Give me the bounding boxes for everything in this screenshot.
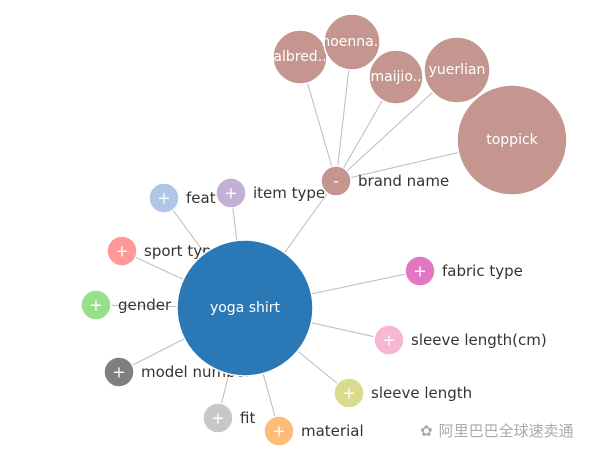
node-label: fit bbox=[240, 409, 255, 427]
node-label: material bbox=[301, 422, 364, 440]
expand-button[interactable] bbox=[215, 177, 247, 209]
plus-icon: + bbox=[157, 189, 170, 208]
plus-icon: + bbox=[342, 384, 355, 403]
brand-circle[interactable] bbox=[423, 36, 491, 104]
plus-icon: + bbox=[112, 363, 125, 382]
brand-node[interactable]: toppick bbox=[456, 84, 568, 196]
root-label: yoga shirt bbox=[210, 300, 281, 316]
root-circle[interactable] bbox=[176, 239, 314, 377]
watermark-text: 阿里巴巴全球速卖通 bbox=[438, 422, 574, 440]
expand-button[interactable] bbox=[333, 377, 365, 409]
node-label: sleeve length(cm) bbox=[411, 331, 547, 349]
brand-label: maijio.. bbox=[370, 69, 421, 85]
minus-icon: - bbox=[333, 172, 339, 191]
expand-button[interactable] bbox=[148, 182, 180, 214]
watermark: ✿ 阿里巴巴全球速卖通 bbox=[420, 420, 574, 441]
brand-node[interactable]: yuerlian bbox=[423, 36, 491, 104]
plus-icon: + bbox=[211, 409, 224, 428]
brand-node[interactable]: maijio.. bbox=[368, 49, 424, 105]
brand-circle[interactable] bbox=[368, 49, 424, 105]
node-fit[interactable]: + fit bbox=[202, 402, 255, 434]
brand-circle[interactable] bbox=[272, 29, 328, 85]
expand-button[interactable] bbox=[263, 415, 295, 447]
node-sleeve-length-cm-[interactable]: + sleeve length(cm) bbox=[373, 324, 547, 356]
node-material[interactable]: + material bbox=[263, 415, 364, 447]
brand-circle[interactable] bbox=[456, 84, 568, 196]
brand-node[interactable]: albred.. bbox=[272, 29, 328, 85]
collapse-button[interactable] bbox=[320, 165, 352, 197]
node-label: feat bbox=[186, 189, 216, 207]
root-node[interactable]: yoga shirt bbox=[176, 239, 314, 377]
node-label: gender bbox=[118, 296, 172, 314]
node-brand-name[interactable]: - brand name bbox=[320, 165, 449, 197]
node-label: fabric type bbox=[442, 262, 523, 280]
brand-circle[interactable] bbox=[323, 13, 381, 71]
plus-icon: + bbox=[89, 296, 102, 315]
plus-icon: + bbox=[413, 262, 426, 281]
expand-button[interactable] bbox=[80, 289, 112, 321]
node-gender[interactable]: + gender bbox=[80, 289, 172, 321]
plus-icon: + bbox=[272, 422, 285, 441]
node-label: item type bbox=[253, 184, 325, 202]
brand-label: toppick bbox=[486, 132, 538, 148]
expand-button[interactable] bbox=[404, 255, 436, 287]
node-sleeve-length[interactable]: + sleeve length bbox=[333, 377, 472, 409]
brand-label: hoenna.. bbox=[321, 34, 382, 50]
node-label: sleeve length bbox=[371, 384, 472, 402]
expand-button[interactable] bbox=[202, 402, 234, 434]
wechat-icon: ✿ bbox=[420, 421, 433, 440]
brand-node[interactable]: hoenna.. bbox=[321, 13, 383, 71]
expand-button[interactable] bbox=[106, 235, 138, 267]
brand-label: albred.. bbox=[273, 49, 326, 65]
node-item-type[interactable]: + item type bbox=[215, 177, 325, 209]
node-feat[interactable]: + feat bbox=[148, 182, 216, 214]
node-fabric-type[interactable]: + fabric type bbox=[404, 255, 523, 287]
expand-button[interactable] bbox=[373, 324, 405, 356]
brand-label: yuerlian bbox=[429, 62, 486, 78]
plus-icon: + bbox=[115, 242, 128, 261]
expand-button[interactable] bbox=[103, 356, 135, 388]
node-label: brand name bbox=[358, 172, 449, 190]
plus-icon: + bbox=[382, 331, 395, 350]
plus-icon: + bbox=[224, 184, 237, 203]
